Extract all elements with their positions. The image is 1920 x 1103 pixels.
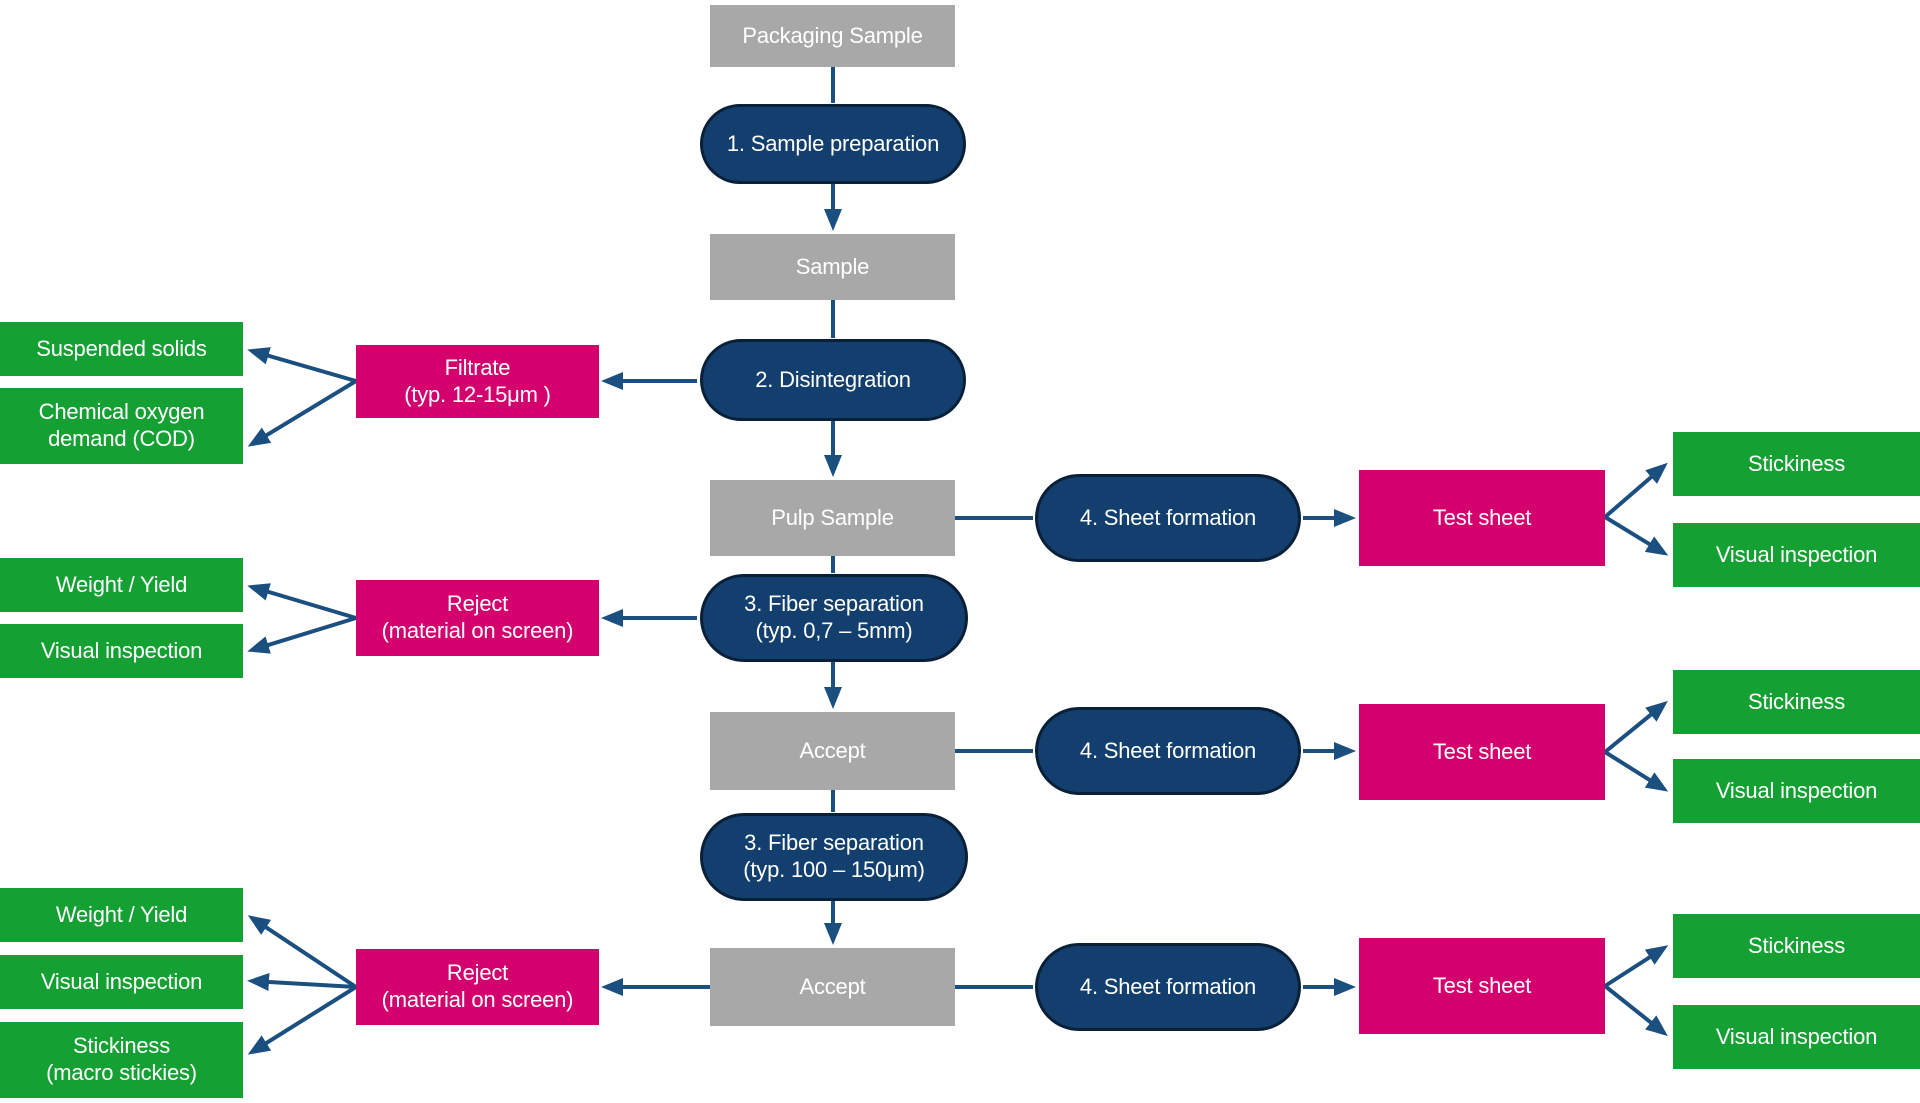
node-visual-inspection-r2: Visual inspection [1673,759,1920,823]
node-sheet-formation-1: 4. Sheet formation [1035,474,1301,562]
node-stickiness-3: Stickiness [1673,914,1920,978]
node-disintegration: 2. Disintegration [700,339,966,421]
node-sample-preparation: 1. Sample preparation [700,104,966,184]
node-visual-inspection-r1: Visual inspection [1673,523,1920,587]
node-weight-yield-1: Weight / Yield [0,558,243,612]
node-accept-1: Accept [710,712,955,790]
node-stickiness-macro: Stickiness (macro stickies) [0,1022,243,1098]
node-fiber-separation-2: 3. Fiber separation (typ. 100 – 150μm) [700,813,968,901]
node-stickiness-1: Stickiness [1673,432,1920,496]
node-test-sheet-3: Test sheet [1359,938,1605,1034]
node-visual-inspection-r3: Visual inspection [1673,1005,1920,1069]
node-test-sheet-1: Test sheet [1359,470,1605,566]
node-cod: Chemical oxygen demand (COD) [0,388,243,464]
node-sheet-formation-3: 4. Sheet formation [1035,943,1301,1031]
node-visual-inspection-l2: Visual inspection [0,955,243,1009]
node-pulp-sample: Pulp Sample [710,480,955,556]
node-filtrate: Filtrate (typ. 12-15μm ) [356,345,599,418]
node-test-sheet-2: Test sheet [1359,704,1605,800]
node-packaging-sample: Packaging Sample [710,5,955,67]
node-accept-2: Accept [710,948,955,1026]
node-fiber-separation-1: 3. Fiber separation (typ. 0,7 – 5mm) [700,574,968,662]
node-sheet-formation-2: 4. Sheet formation [1035,707,1301,795]
node-reject-1: Reject (material on screen) [356,580,599,656]
node-reject-2: Reject (material on screen) [356,949,599,1025]
node-suspended-solids: Suspended solids [0,322,243,376]
node-weight-yield-2: Weight / Yield [0,888,243,942]
node-visual-inspection-l1: Visual inspection [0,624,243,678]
node-sample: Sample [710,234,955,300]
node-stickiness-2: Stickiness [1673,670,1920,734]
